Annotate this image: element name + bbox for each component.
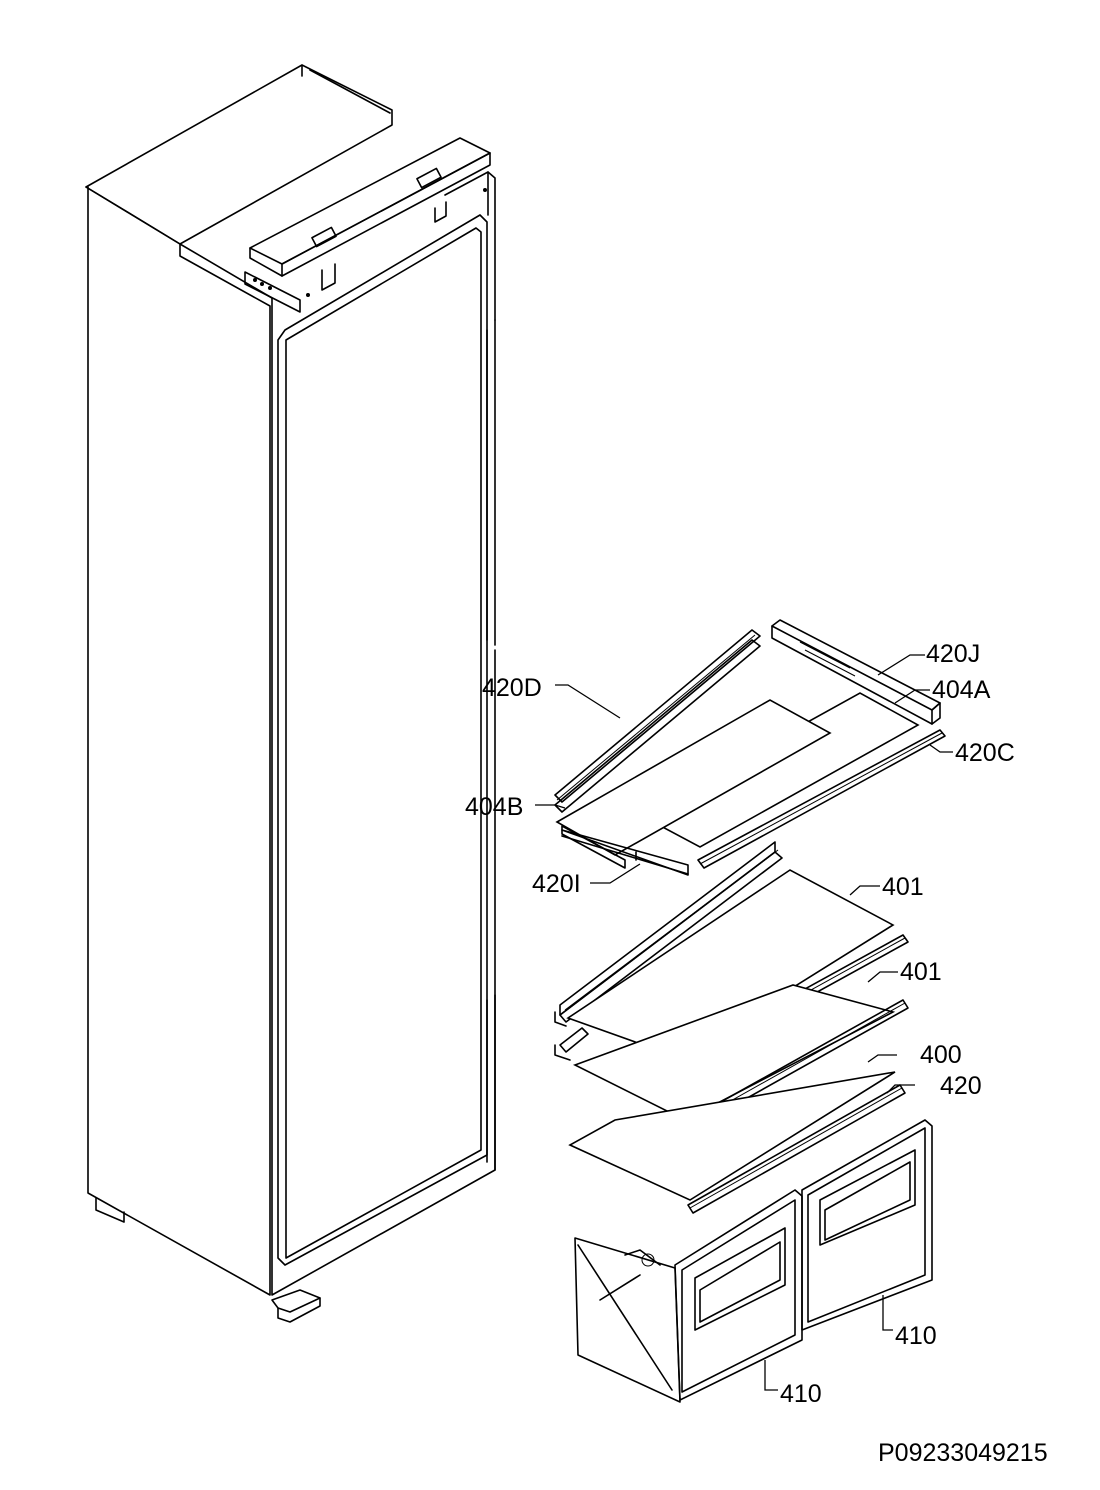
label-420J: 420J (926, 640, 980, 668)
drawers (574, 1119, 933, 1403)
leader-lines (535, 654, 953, 1391)
label-420I: 420I (532, 870, 581, 898)
drawing-code: P09233049215 (878, 1439, 1048, 1467)
middle-shelves (554, 841, 909, 1214)
label-410-right: 410 (895, 1322, 937, 1350)
label-404B: 404B (465, 793, 523, 821)
label-401-lower: 401 (900, 958, 942, 986)
label-401-upper: 401 (882, 873, 924, 901)
label-420C: 420C (955, 739, 1015, 767)
label-404A: 404A (932, 676, 991, 704)
upper-shelf-assembly (554, 619, 946, 876)
label-400: 400 (920, 1041, 962, 1069)
label-420: 420 (940, 1072, 982, 1100)
refrigerator-cabinet (85, 64, 496, 1323)
label-410-left: 410 (780, 1380, 822, 1408)
label-420D: 420D (482, 674, 542, 702)
callout-labels: 420J 420D 404A 420C 404B 420I 401 401 40… (465, 640, 1048, 1467)
